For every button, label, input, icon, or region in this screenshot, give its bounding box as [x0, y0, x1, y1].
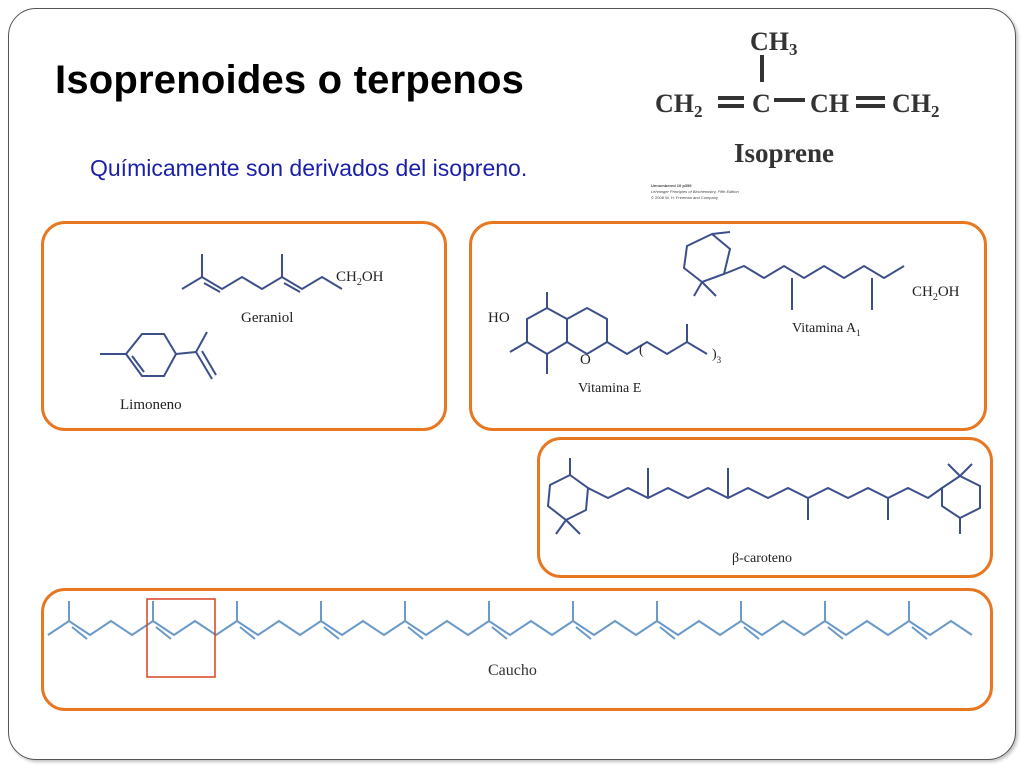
box-caucho: Caucho	[41, 588, 993, 711]
vitamina-e-label: Vitamina E	[578, 381, 641, 396]
svg-text:CH3: CH3	[750, 27, 798, 59]
geraniol-label: Geraniol	[241, 310, 293, 326]
caucho-structure: Caucho	[47, 598, 973, 679]
isoprene-ch2-right-label: CH	[892, 89, 931, 118]
credit-line-1: Unnumbered 10 p359	[651, 183, 692, 188]
geraniol-limoneno-structures: CH2OH Geraniol Limoneno	[100, 254, 384, 413]
isoprene-ch2-left-label: CH	[655, 89, 694, 118]
vitamina-a-chain	[723, 264, 905, 280]
caucho-label: Caucho	[488, 662, 537, 679]
caucho-double-bond	[323, 626, 340, 640]
caroteno-ring-left	[546, 473, 590, 522]
caucho-double-bond	[407, 626, 424, 640]
caucho-chain	[47, 619, 973, 637]
caucho-double-bond	[155, 626, 172, 640]
credit-line-2: Lehninger Principles of Biochemistry, Fi…	[651, 189, 739, 194]
vitamina-e-o: O	[580, 352, 591, 368]
vitamina-a-label: Vitamina A1	[792, 321, 861, 338]
box-caroteno: β-caroteno	[537, 437, 993, 578]
caucho-double-bond	[827, 626, 844, 640]
caucho-double-bond	[71, 626, 88, 640]
box-vitaminas: CH2OH Vitamina A1 HO O ( )3 Vitamina E	[469, 221, 987, 431]
caucho-double-bond	[491, 626, 508, 640]
vitamina-a-group: CH2OH	[912, 284, 960, 303]
isoprene-ch-label: CH	[810, 89, 849, 118]
vitamina-e-aromatic-ring	[526, 306, 568, 356]
vitamina-e-ho: HO	[488, 310, 510, 326]
vitaminas-structures: CH2OH Vitamina A1 HO O ( )3 Vitamina E	[488, 231, 960, 396]
caucho-double-bond	[911, 626, 928, 640]
caroteno-chain	[587, 486, 943, 500]
geraniol-group: CH2OH	[336, 269, 384, 288]
slide-subtitle: Químicamente son derivados del isopreno.	[90, 155, 528, 181]
isoprene-structure: CH3 CH2 C CH CH2 Isoprene	[655, 27, 940, 168]
geraniol-chain	[181, 275, 343, 291]
vitamina-e-paren-open: (	[639, 343, 644, 358]
vitamina-e-chain	[606, 340, 708, 356]
caucho-double-bond	[575, 626, 592, 640]
vitamina-e-paren-close: )3	[712, 347, 722, 365]
limoneno-ring	[124, 333, 178, 377]
vitamina-a-ring	[682, 232, 732, 284]
svg-text:CH2: CH2	[655, 89, 703, 121]
isoprene-c-label: C	[752, 89, 771, 118]
caucho-double-bond	[239, 626, 256, 640]
caroteno-label: β-caroteno	[732, 551, 792, 566]
caroteno-ring-right	[941, 474, 981, 520]
caroteno-structure: β-caroteno	[546, 458, 981, 566]
credit-line-3: © 2008 W. H. Freeman and Company	[651, 195, 718, 200]
box-geraniol-limoneno: CH2OH Geraniol Limoneno	[41, 221, 447, 431]
caucho-double-bond	[743, 626, 760, 640]
isoprene-unit-highlight	[146, 598, 216, 678]
caucho-methyl-groups	[68, 601, 928, 640]
isoprene-ch3-label: CH	[750, 27, 789, 56]
limoneno-label: Limoneno	[120, 397, 182, 413]
svg-text:CH2: CH2	[892, 89, 940, 121]
caucho-double-bond	[659, 626, 676, 640]
isoprene-name: Isoprene	[734, 138, 834, 168]
vitamina-e-pyran-ring	[566, 306, 608, 356]
slide-title: Isoprenoides o terpenos	[55, 58, 525, 102]
